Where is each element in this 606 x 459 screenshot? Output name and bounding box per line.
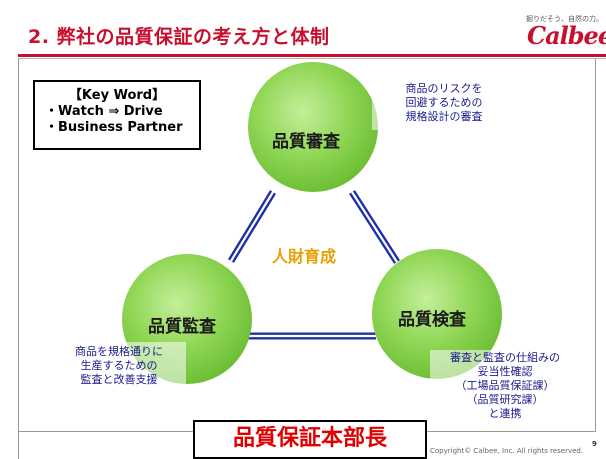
label-quality-audit: 品質監査 <box>148 317 216 337</box>
slide-title: 2. 弊社の品質保証の考え方と体制 <box>28 26 330 48</box>
note-left-backdrop <box>52 342 186 392</box>
note-line: 商品を規格通りに <box>75 345 163 358</box>
note-right-backdrop <box>430 350 580 425</box>
note-line: 妥当性確認 <box>477 365 533 378</box>
circle-quality-review <box>248 62 378 192</box>
note-quality-review: 商品のリスクを 回避するための 規格設計の審査 <box>382 82 506 124</box>
connector-top-left <box>228 190 276 263</box>
note-line: （品質研究課） <box>466 393 544 406</box>
keyword-heading: 【Key Word】 <box>68 88 166 103</box>
department-title-box: 品質保証本部長 <box>193 420 427 459</box>
note-line: 商品のリスクを <box>405 82 483 95</box>
keyword-box: 【Key Word】 ・Watch ⇒ Drive ・Business Part… <box>33 80 201 150</box>
label-quality-inspection: 品質検査 <box>398 310 466 330</box>
connector-top-right <box>349 190 400 264</box>
note-line: 監査と改善支援 <box>80 373 158 386</box>
circle-quality-inspection <box>372 249 502 379</box>
note-line: （工場品質保証課） <box>455 379 555 392</box>
logo-tagline: 掘りだそう、自然の力。 <box>526 15 603 23</box>
keyword-item-business-partner: ・Business Partner <box>45 120 183 135</box>
calbee-logo: Calbee <box>527 21 606 50</box>
content-frame-left <box>18 59 19 459</box>
keyword-item-watch-drive: ・Watch ⇒ Drive <box>45 104 163 119</box>
note-top-backdrop <box>372 80 512 130</box>
header-divider <box>18 54 606 57</box>
note-line: と連携 <box>488 407 522 420</box>
copyright-text: Copyright© Calbee, Inc. All rights reser… <box>430 447 584 455</box>
content-frame-right <box>595 59 596 431</box>
label-quality-review: 品質審査 <box>272 132 340 152</box>
note-quality-audit: 商品を規格通りに 生産するための 監査と改善支援 <box>56 345 182 387</box>
center-label-talent-development: 人財育成 <box>272 247 337 266</box>
note-line: 審査と監査の仕組みの <box>450 351 560 364</box>
note-quality-inspection: 審査と監査の仕組みの 妥当性確認 （工場品質保証課） （品質研究課） と連携 <box>434 351 576 421</box>
page-number: 9 <box>592 440 597 448</box>
note-line: 規格設計の審査 <box>405 110 483 123</box>
note-line: 生産するための <box>80 359 158 372</box>
note-line: 回避するための <box>405 96 483 109</box>
header-divider-shadow <box>18 58 606 59</box>
header-bar <box>0 0 606 54</box>
